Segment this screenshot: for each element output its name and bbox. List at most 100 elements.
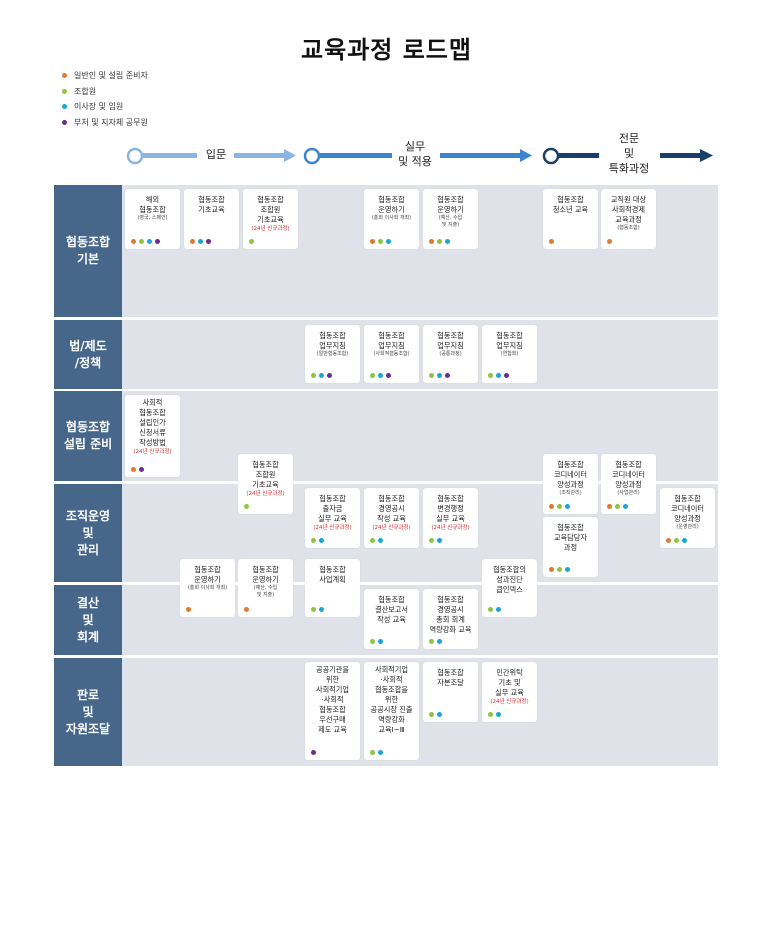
- course-title: 협동조합 운영하기: [194, 565, 221, 584]
- course-card[interactable]: 교직원 대상 사회적경제 교육과정(협동조합): [601, 189, 656, 249]
- officer-audience-dot-icon: [319, 538, 324, 543]
- stage-label-special: 전문 및 특화과정: [608, 132, 650, 175]
- course-card[interactable]: 협동조합 업무지침(사회적협동조합): [364, 325, 419, 383]
- course-title: 협동조합 변경행정 실무 교육: [436, 494, 465, 523]
- public-audience-dot-icon: [155, 239, 160, 244]
- course-card[interactable]: 협동조합 조합원 기초교육(24년 신규과정): [238, 454, 293, 514]
- audience-dots: [607, 504, 631, 509]
- audience-dots: [549, 567, 573, 572]
- course-title: 해외 협동조합: [139, 195, 166, 214]
- course-title: 협동조합 조합원 기초교육: [257, 195, 284, 224]
- legend-dot-icon: [62, 119, 67, 125]
- row-label-setup: 협동조합 설립 준비: [54, 391, 122, 481]
- officer-audience-dot-icon: [445, 239, 450, 244]
- course-card[interactable]: 협동조합 결산보고서 작성 교육: [364, 589, 419, 649]
- audience-dots: [549, 239, 557, 244]
- course-sub: (사회적협동조합): [373, 351, 410, 357]
- course-card[interactable]: 민간위탁 기초 및 실무 교육(24년 신규과정): [482, 662, 537, 722]
- course-card[interactable]: 협동조합 운영하기(예산, 수입 및 지출): [238, 559, 293, 617]
- audience-dots: [429, 712, 445, 717]
- course-card[interactable]: 협동조합 교육담당자 과정: [543, 517, 598, 577]
- row-label-operation: 조직운영 및 관리: [54, 484, 122, 582]
- officer-audience-dot-icon: [496, 373, 501, 378]
- officer-audience-dot-icon: [437, 712, 442, 717]
- course-new: (24년 신규과정): [246, 491, 285, 497]
- course-title: 협동조합 청소년 교육: [552, 195, 589, 214]
- course-card[interactable]: 협동조합 청소년 교육: [543, 189, 598, 249]
- course-card[interactable]: 협동조합 운영하기(총회 이사회 개최): [364, 189, 419, 249]
- general-audience-dot-icon: [131, 467, 136, 472]
- general-audience-dot-icon: [429, 239, 434, 244]
- course-sub: (운영관리): [676, 524, 699, 530]
- general-audience-dot-icon: [666, 538, 671, 543]
- member-audience-dot-icon: [488, 712, 493, 717]
- course-card[interactable]: 협동조합 경영공시 총회 회계 역량강화 교육: [423, 589, 478, 649]
- course-card[interactable]: 협동조합 코디네이터 양성과정(사업관리): [601, 454, 656, 514]
- course-card[interactable]: 협동조합 사업계획: [305, 559, 360, 617]
- course-title: 협동조합 경영공시 작성 교육: [377, 494, 406, 523]
- course-title: 협동조합 사업계획: [319, 565, 346, 584]
- audience-dots: [131, 467, 147, 472]
- audience-dots: [488, 712, 504, 717]
- member-audience-dot-icon: [244, 504, 249, 509]
- officer-audience-dot-icon: [378, 639, 383, 644]
- officer-audience-dot-icon: [623, 504, 628, 509]
- course-card[interactable]: 협동조합 자본조달: [423, 662, 478, 722]
- course-card[interactable]: 협동조합 변경행정 실무 교육(24년 신규과정): [423, 488, 478, 548]
- audience-dots: [311, 607, 327, 612]
- stage-special-arrow: [542, 147, 713, 165]
- member-audience-dot-icon: [370, 639, 375, 644]
- audience-dots: [244, 607, 252, 612]
- course-card[interactable]: 협동조합 코디네이터 양성과정(운영관리): [660, 488, 715, 548]
- member-audience-dot-icon: [615, 504, 620, 509]
- member-audience-dot-icon: [370, 373, 375, 378]
- member-audience-dot-icon: [311, 373, 316, 378]
- course-title: 협동조합 운영하기: [252, 565, 279, 584]
- audience-dots: [186, 607, 194, 612]
- course-card[interactable]: 협동조합 운영하기(총회 이사회 개최): [180, 559, 235, 617]
- course-title: 사회적기업 ·사회적 협동조합을 위한 공공시장 진출 역량강화 교육Ⅰ~Ⅲ: [370, 665, 413, 734]
- course-card[interactable]: 협동조합 업무지침(연합회): [482, 325, 537, 383]
- course-title: 민간위탁 기초 및 실무 교육: [495, 668, 524, 697]
- course-sub: (협동조합): [617, 225, 640, 231]
- member-audience-dot-icon: [311, 538, 316, 543]
- member-audience-dot-icon: [674, 538, 679, 543]
- general-audience-dot-icon: [607, 239, 612, 244]
- audience-dots: [549, 504, 573, 509]
- course-card[interactable]: 협동조합 업무지침(일반협동조합): [305, 325, 360, 383]
- course-title: 협동조합 경영공시 총회 회계 역량강화 교육: [429, 595, 472, 634]
- course-card[interactable]: 공공기관을 위한 사회적기업 ·사회적 협동조합 우선구매 제도 교육: [305, 662, 360, 760]
- course-card[interactable]: 사회적기업 ·사회적 협동조합을 위한 공공시장 진출 역량강화 교육Ⅰ~Ⅲ: [364, 662, 419, 760]
- course-card[interactable]: 사회적 협동조합 설립인가 신청서류 작성방법(24년 신규과정): [125, 395, 180, 477]
- course-card[interactable]: 협동조합의 성과진단 큽인덱스: [482, 559, 537, 617]
- course-sub: (연합회): [500, 351, 519, 357]
- legend-label: 조합원: [74, 86, 97, 96]
- course-sub: (총회 이사회 개최): [371, 215, 412, 221]
- officer-audience-dot-icon: [378, 750, 383, 755]
- legend-item: 부처 및 지자체 공무원: [62, 115, 148, 131]
- course-title: 협동조합 코디네이터 양성과정: [670, 494, 705, 523]
- audience-dots: [429, 639, 445, 644]
- officer-audience-dot-icon: [386, 239, 391, 244]
- course-card[interactable]: 협동조합 조합원 기초교육(24년 신규과정): [243, 189, 298, 249]
- course-card[interactable]: 협동조합 경영공시 작성 교육(24년 신규과정): [364, 488, 419, 548]
- course-sub: (총회 이사회 개최): [187, 585, 228, 591]
- course-title: 협동조합 업무지침: [319, 331, 346, 350]
- course-card[interactable]: 협동조합 운영하기(예산, 수입 및 지출): [423, 189, 478, 249]
- course-card[interactable]: 협동조합 출자금 실무 교육(24년 신규과정): [305, 488, 360, 548]
- course-card[interactable]: 협동조합 기초교육: [184, 189, 239, 249]
- page-title: 교육과정 로드맵: [301, 36, 472, 64]
- course-card[interactable]: 협동조합 업무지침(공통과정): [423, 325, 478, 383]
- row-label-law: 법/제도 /정책: [54, 320, 122, 389]
- course-card[interactable]: 해외 협동조합(영국, 스페인): [125, 189, 180, 249]
- member-audience-dot-icon: [437, 239, 442, 244]
- stage-practice-arrow: [303, 147, 532, 165]
- legend-item: 조합원: [62, 84, 148, 100]
- course-card[interactable]: 협동조합 코디네이터 양성과정(조직관리): [543, 454, 598, 514]
- member-audience-dot-icon: [370, 750, 375, 755]
- member-audience-dot-icon: [429, 373, 434, 378]
- member-audience-dot-icon: [429, 639, 434, 644]
- legend: 일반인 및 설립 준비자 조합원 이사장 및 임원 부처 및 지자체 공무원: [62, 68, 148, 130]
- member-audience-dot-icon: [139, 239, 144, 244]
- officer-audience-dot-icon: [565, 567, 570, 572]
